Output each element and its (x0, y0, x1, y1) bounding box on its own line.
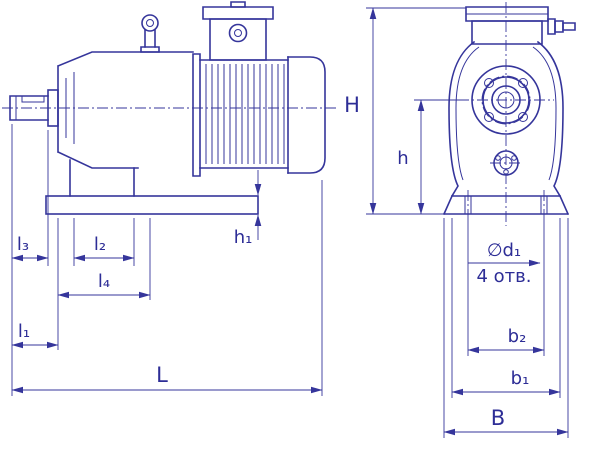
bolt-hole (518, 112, 528, 122)
label-H: H (344, 93, 360, 117)
mounting-feet (442, 190, 570, 221)
bearing-cover-lines (65, 72, 75, 144)
oil-plug (490, 150, 522, 176)
terminal-box-side (202, 1, 274, 61)
label-holes-count: 4 отв. (476, 266, 531, 287)
bolt-hole (484, 78, 494, 88)
shaft-flange (458, 65, 554, 135)
dimension-b2: b₂ (467, 326, 545, 354)
label-h1: h₁ (234, 227, 253, 248)
dimension-b1: b₁ (451, 368, 561, 396)
label-b2: b₂ (508, 326, 527, 347)
dimension-h1: h₁ (234, 170, 262, 248)
front-view (442, 2, 576, 226)
fan-cowl (287, 56, 326, 174)
cable-gland (547, 18, 576, 35)
dimension-l2: l₂ (73, 234, 135, 262)
terminal-box-front (465, 6, 576, 45)
base-plate (45, 195, 259, 215)
label-l3: l₃ (17, 234, 29, 255)
callout-d1: ∅d₁ 4 отв. (468, 240, 541, 287)
foot-holes (464, 196, 548, 214)
motor-body (199, 59, 289, 169)
dimension-l4: l₄ (57, 271, 151, 299)
label-L: L (156, 363, 168, 387)
label-l4: l₄ (98, 271, 110, 292)
gearbox-housing (56, 51, 194, 197)
housing-pedestal (69, 159, 135, 197)
label-B: B (491, 406, 505, 430)
motor-flange (192, 53, 201, 177)
dimension-L: L (11, 363, 323, 394)
label-h: h (397, 148, 408, 169)
reducer-body (448, 40, 564, 198)
shaft-key-slot (21, 96, 45, 103)
label-d1: ∅d₁ (487, 240, 521, 261)
label-l1: l₁ (18, 321, 30, 342)
label-l2: l₂ (94, 234, 106, 255)
dimensions: H h h₁ l₃ l₂ l₄ l₁ (11, 7, 569, 438)
dimension-B: B (443, 406, 569, 436)
side-view (2, 1, 336, 215)
bolt-hole (518, 78, 528, 88)
eye-bolt (140, 14, 160, 53)
output-shaft (9, 89, 59, 127)
label-b1: b₁ (511, 368, 530, 389)
dimension-l1: l₁ (11, 321, 59, 349)
dimension-h: h (397, 99, 425, 215)
dimension-H: H (344, 7, 377, 215)
dimension-l3: l₃ (11, 234, 49, 262)
motor-fins (205, 64, 285, 164)
bolt-hole (484, 112, 494, 122)
